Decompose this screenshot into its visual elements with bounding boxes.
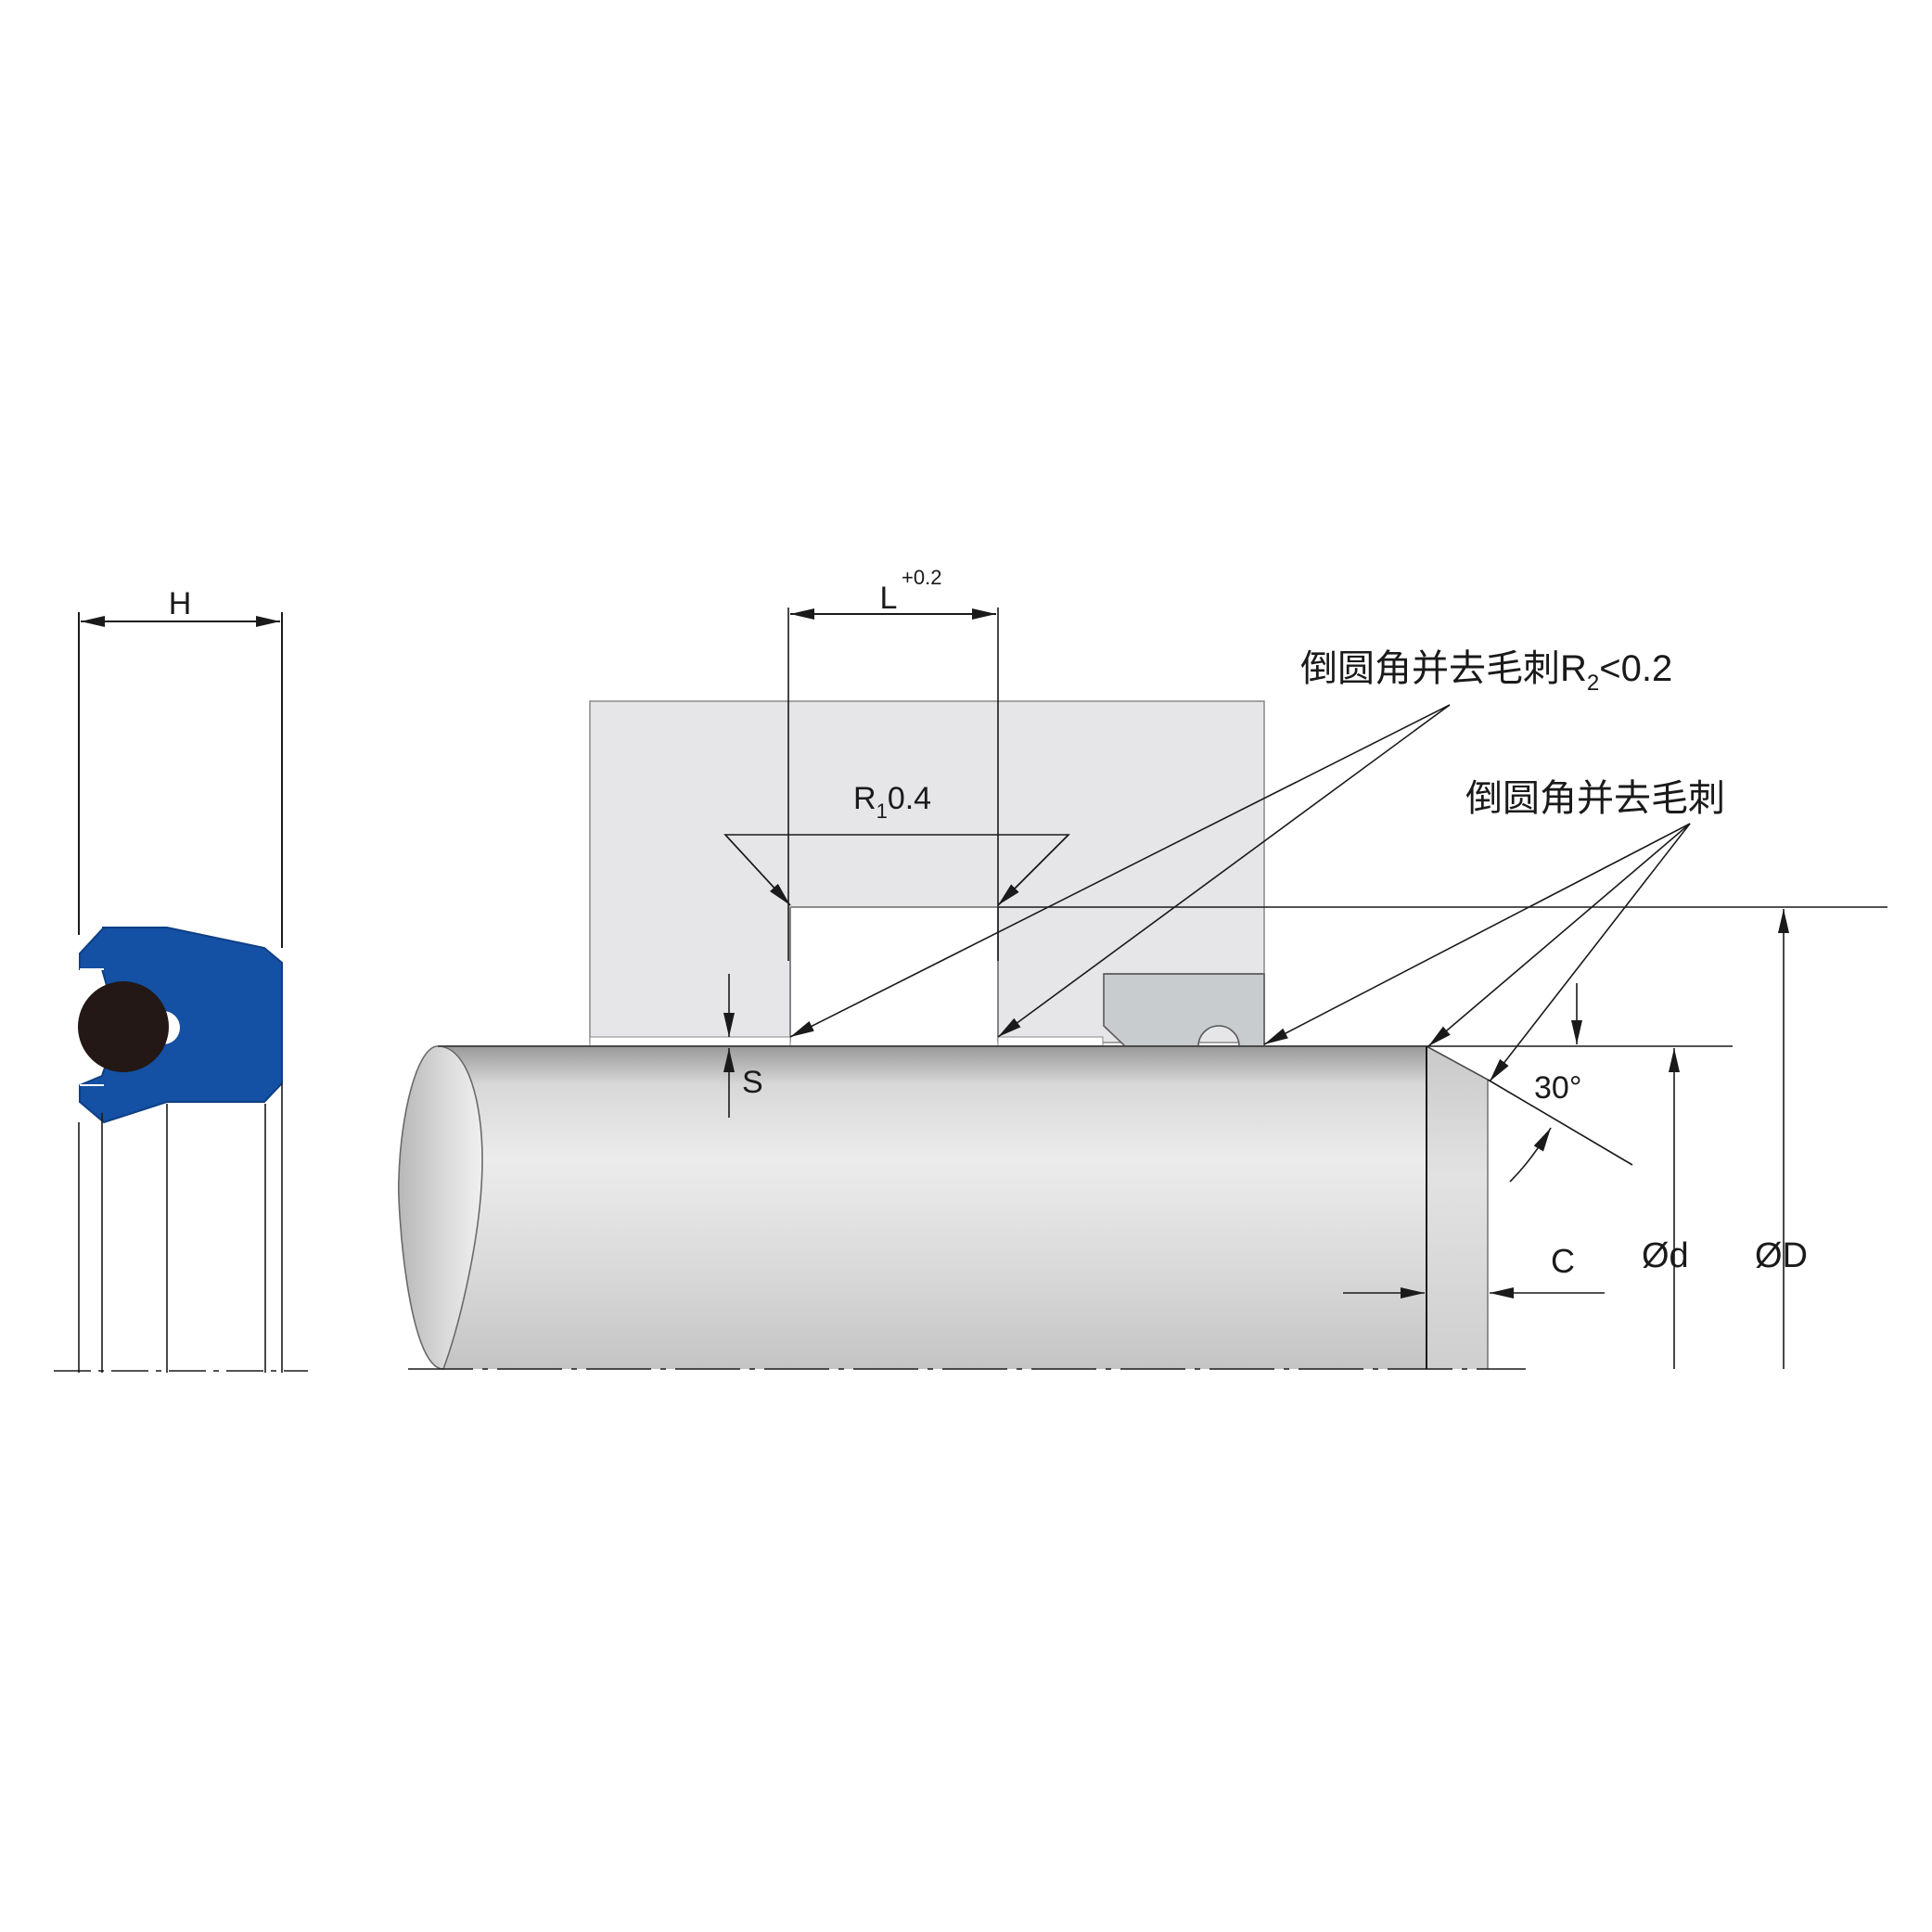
note-top-leader-1 bbox=[789, 704, 1451, 1038]
d-label: Ød bbox=[1642, 1236, 1689, 1275]
groove-cutout bbox=[790, 907, 998, 1046]
note-mid: 倒圆角并去毛刺 bbox=[1465, 778, 1725, 819]
l-label: L bbox=[880, 581, 898, 616]
rod-chamfer bbox=[1427, 1046, 1488, 1369]
annotations: L +0.2 R10.4 S 倒圆角并去毛刺R2<0.2 倒圆角并去毛刺 30° bbox=[723, 566, 1887, 1369]
oring bbox=[78, 981, 169, 1072]
seal-cross-section: H bbox=[54, 586, 308, 1373]
housing-bore-gap-right bbox=[997, 1036, 1104, 1047]
housing-bore-gap-left bbox=[589, 1036, 791, 1047]
rod bbox=[397, 1045, 1526, 1370]
rod-chamfer-top-edge bbox=[1426, 1045, 1489, 1081]
c-label: C bbox=[1551, 1242, 1575, 1280]
h-label: H bbox=[169, 586, 192, 621]
note-mid-leader-1 bbox=[1263, 823, 1691, 1045]
chamfer-extension bbox=[1487, 1079, 1633, 1166]
l-tolerance: +0.2 bbox=[902, 566, 941, 589]
r1-label: R10.4 bbox=[853, 781, 931, 823]
wiper-insert bbox=[1103, 973, 1265, 1047]
r1-arrow-right bbox=[997, 834, 1069, 906]
housing bbox=[589, 700, 1265, 1047]
note-top: 倒圆角并去毛刺R2<0.2 bbox=[1300, 648, 1672, 696]
note-mid-leader-3 bbox=[1489, 823, 1691, 1082]
s-label: S bbox=[742, 1065, 763, 1100]
angle-label: 30° bbox=[1534, 1070, 1581, 1106]
D-label: ØD bbox=[1755, 1236, 1808, 1275]
rod-body bbox=[438, 1046, 1427, 1369]
note-top-leader-2 bbox=[997, 704, 1451, 1038]
r1-arrow-left bbox=[724, 834, 791, 906]
angle-arc bbox=[1509, 1127, 1552, 1183]
note-mid-leader-2 bbox=[1427, 823, 1691, 1047]
